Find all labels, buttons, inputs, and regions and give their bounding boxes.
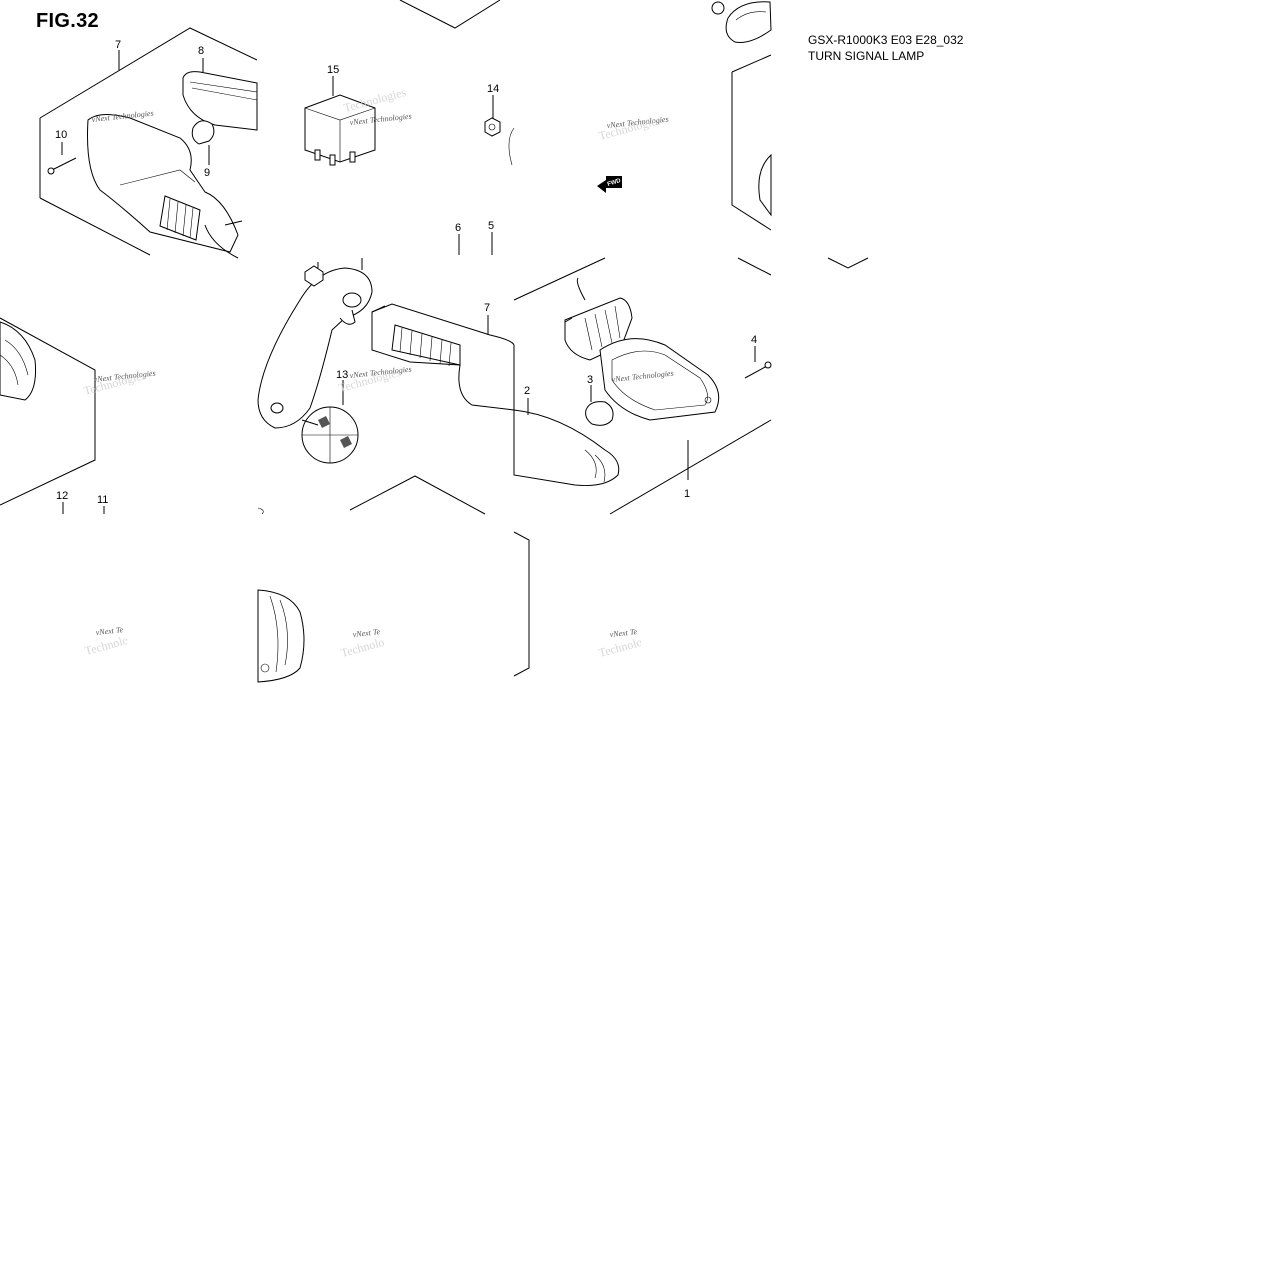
housing-part-7 (371, 303, 515, 411)
figure-title: FIG.32 (36, 10, 99, 32)
callout-9: 9 (204, 167, 210, 179)
callout-5: 5 (488, 220, 494, 232)
tile-middle-upper: 15 14 vNext Technologies Technologies (304, 0, 515, 166)
callout-3: 3 (587, 374, 593, 386)
figure-name: TURN SIGNAL LAMP (808, 49, 925, 60)
callout-6: 6 (455, 222, 461, 234)
watermark: vNext Te (95, 625, 124, 637)
lens-lower (257, 589, 305, 683)
tile-left-middle: 12 11 vNext Technologies Technologies (0, 317, 156, 514)
tile-right-middle: 2 1 3 4 vNext Technologies (513, 257, 772, 515)
callout-7: 7 (484, 302, 490, 314)
bulb-part-3 (585, 401, 614, 426)
nut-part-6 (304, 265, 324, 287)
lens-part-2 (513, 409, 620, 486)
tile-middle-lower: vNext Te Technologies (257, 589, 514, 683)
tile-left-lower: vNext Te Technologies (83, 600, 257, 677)
callout-11: 11 (97, 494, 108, 506)
tile-right-lower: vNext Te Technologies (513, 531, 771, 677)
screw-part-10 (51, 157, 77, 171)
callout-14: 14 (487, 83, 499, 95)
screw-part-4 (744, 365, 768, 379)
lens-left (0, 321, 36, 401)
watermark: vNext Te (609, 627, 638, 639)
fwd-arrow-icon (597, 176, 622, 193)
callout-12: 12 (56, 490, 68, 502)
bulb-part-9 (191, 120, 215, 145)
figure-code: GSX-R1000K3 E03 E28_032 (808, 33, 964, 47)
lamp-body-1 (599, 338, 720, 421)
lens-part-8 (182, 71, 258, 131)
tile-middle-middle: 6 5 7 13 vNext Technologies Technologies (257, 220, 515, 515)
callout-13: 13 (336, 369, 348, 381)
watermark-ghost: Technologies (597, 113, 663, 143)
callout-2: 2 (524, 385, 530, 397)
callout-4: 4 (751, 334, 757, 346)
callout-1: 1 (684, 488, 690, 500)
housing-part-7 (87, 114, 239, 253)
watermark: vNext Te (352, 627, 381, 639)
callout-10: 10 (55, 129, 67, 141)
nut-part-14 (484, 117, 501, 137)
callout-8: 8 (198, 45, 204, 57)
tile-left-upper: 7 8 10 9 vNext Technologies (39, 27, 258, 259)
callout-7: 7 (115, 39, 121, 51)
callout-15: 15 (327, 64, 339, 76)
tile-far-right (827, 257, 869, 269)
bracket (257, 267, 373, 429)
fwd-label: FWD (607, 178, 622, 188)
tile-right-upper: FWD vNext Technologies Technologies (597, 1, 772, 231)
